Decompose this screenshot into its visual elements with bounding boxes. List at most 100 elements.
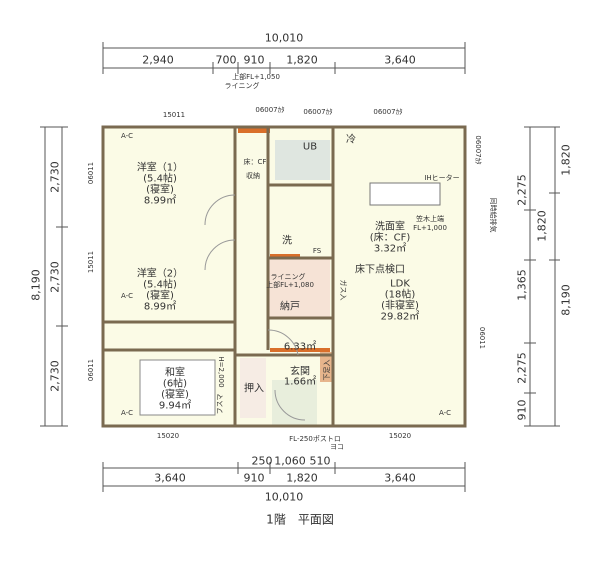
room-japanese-use: (寝室) xyxy=(161,389,189,401)
window-right-2: 06011 xyxy=(478,326,486,350)
note-upper-shelf-storage: 上部FL+1,080 xyxy=(266,281,314,289)
shoe-box-label: 下足入 xyxy=(323,359,331,381)
note-fusuma: フスマ xyxy=(216,393,224,415)
storage-room xyxy=(268,258,330,318)
dim-right-4: 910 xyxy=(515,399,529,421)
dimension-lines xyxy=(40,42,560,492)
tatami-room xyxy=(139,359,216,416)
room-washroom-name: 洗面室 xyxy=(375,221,405,233)
closet-fill xyxy=(240,358,266,418)
note-lining: ライニング xyxy=(224,82,260,90)
window-top-3: 06007ｶﾀ xyxy=(303,108,333,116)
dim-left-2: 2,730 xyxy=(48,261,62,293)
room-ldk-tatami: (18帖) xyxy=(384,289,416,301)
closet-label: 押入 xyxy=(244,383,264,395)
note-counter: 笠木上端 xyxy=(416,215,444,223)
dim-bottom-small-1: 250 xyxy=(251,454,273,468)
room-western1-use: (寝室) xyxy=(146,184,174,196)
window-bottom-1: 15020 xyxy=(156,432,180,440)
note-fusuma-height: H=2,000 xyxy=(217,356,225,388)
dim-bottom-4: 3,640 xyxy=(384,471,416,485)
toilet-storage: 収納 xyxy=(246,172,260,180)
room-western1-tatami: (5.4帖) xyxy=(143,173,177,185)
walls xyxy=(101,125,467,428)
dim-top-1: 2,940 xyxy=(142,53,174,67)
window-top-2: 06007ｶﾀ xyxy=(255,106,285,114)
note-postbox: FL-250ポストロ xyxy=(289,435,341,443)
bathtub xyxy=(275,140,330,180)
dim-right-2: 1,365 xyxy=(515,269,529,301)
room-entrance-name: 玄関 xyxy=(290,366,310,378)
note-counter-height: FL+1,000 xyxy=(413,224,447,232)
dim-bottom-total: 10,010 xyxy=(264,490,304,504)
dim-bottom-2: 910 xyxy=(243,471,265,485)
dim-bottom-small-3: 510 xyxy=(309,454,331,468)
window-left-2: 15011 xyxy=(87,250,95,274)
dim-top-total: 10,010 xyxy=(264,31,304,45)
room-ldk-name: LDK xyxy=(390,278,410,290)
dim-left-1: 2,730 xyxy=(48,161,62,193)
dim-top-2: 700 xyxy=(215,53,237,67)
room-western1-name: 洋室（1） xyxy=(136,162,184,174)
lining-shelf-2 xyxy=(270,254,300,258)
entrance-fill xyxy=(272,380,317,425)
room-western2-tatami: (5.4帖) xyxy=(143,279,177,291)
room-japanese-tatami: (6帖) xyxy=(162,378,188,390)
window-left-1: 06011 xyxy=(87,161,95,185)
dim-right-1: 2,275 xyxy=(515,174,529,206)
window-left-3: 06011 xyxy=(87,358,95,382)
room-japanese-area: 9.94㎡ xyxy=(158,400,192,412)
dim-top-4: 1,820 xyxy=(286,53,318,67)
dim-bottom-small-2: 1,060 xyxy=(274,454,306,468)
dim-top-5: 3,640 xyxy=(384,53,416,67)
gas-label: ガス入 xyxy=(339,279,347,301)
room-washroom-area: 3.32㎡ xyxy=(373,243,407,255)
ac-label-3: A-C xyxy=(120,409,134,417)
doors xyxy=(204,194,306,421)
washer-label: 洗 xyxy=(282,235,292,247)
dim-left-3: 2,730 xyxy=(48,360,62,392)
bath-label: UB xyxy=(302,141,318,153)
room-western1-area: 8.99㎡ xyxy=(143,195,177,207)
window-bottom-2: 15020 xyxy=(388,432,412,440)
dim-bottom-3: 1,820 xyxy=(286,471,318,485)
dim-bottom-1: 3,640 xyxy=(154,471,186,485)
shoe-box xyxy=(320,352,334,382)
toilet-floor: 床：CF xyxy=(243,158,267,166)
ac-label-1: A-C xyxy=(120,132,134,140)
entrance-step xyxy=(270,348,330,352)
dim-left-total: 8,190 xyxy=(29,269,43,301)
room-entrance-area: 1.66㎡ xyxy=(283,376,317,388)
note-ih-heater: IHヒーター xyxy=(424,174,460,182)
window-top-1: 15011 xyxy=(162,111,186,119)
fs-label: FS xyxy=(312,247,322,255)
room-western2-name: 洋室（2） xyxy=(136,268,184,280)
dim-right-outer-1: 1,820 xyxy=(559,144,573,176)
note-upper-shelf: 上部FL+1,050 xyxy=(232,73,280,81)
window-top-4: 06007ｶﾀ xyxy=(373,108,403,116)
note-postbox-2: ヨコ xyxy=(330,443,344,451)
plan-title: 1階 平面図 xyxy=(266,512,334,527)
kitchen-counter xyxy=(369,182,441,206)
hall-area: 6.33㎡ xyxy=(283,341,317,353)
note-underfloor-hatch: 床下点検口 xyxy=(355,264,405,276)
ac-label-4: A-C xyxy=(438,409,452,417)
fridge-label: 冷 xyxy=(346,134,356,146)
lining-shelf xyxy=(238,127,270,133)
room-ldk-use: (非寝室) xyxy=(381,300,419,312)
dim-right-3: 2,275 xyxy=(515,352,529,384)
dim-right-outer-2: 1,820 xyxy=(535,210,549,242)
ac-label-2: A-C xyxy=(120,292,134,300)
note-lining-storage: ライニング xyxy=(270,273,306,281)
room-washroom-floor: (床：CF) xyxy=(369,232,411,244)
room-western2-area: 8.99㎡ xyxy=(143,301,177,313)
room-western2-use: (寝室) xyxy=(146,290,174,302)
window-right-1: 06007ｶﾀ xyxy=(474,135,482,165)
room-japanese-name: 和室 xyxy=(165,367,185,379)
dim-right-outer-3: 8,190 xyxy=(559,284,573,316)
dim-top-3: 910 xyxy=(243,53,265,67)
room-ldk-area: 29.82㎡ xyxy=(380,311,420,323)
note-exhaust: 同時給排気 xyxy=(489,197,497,233)
